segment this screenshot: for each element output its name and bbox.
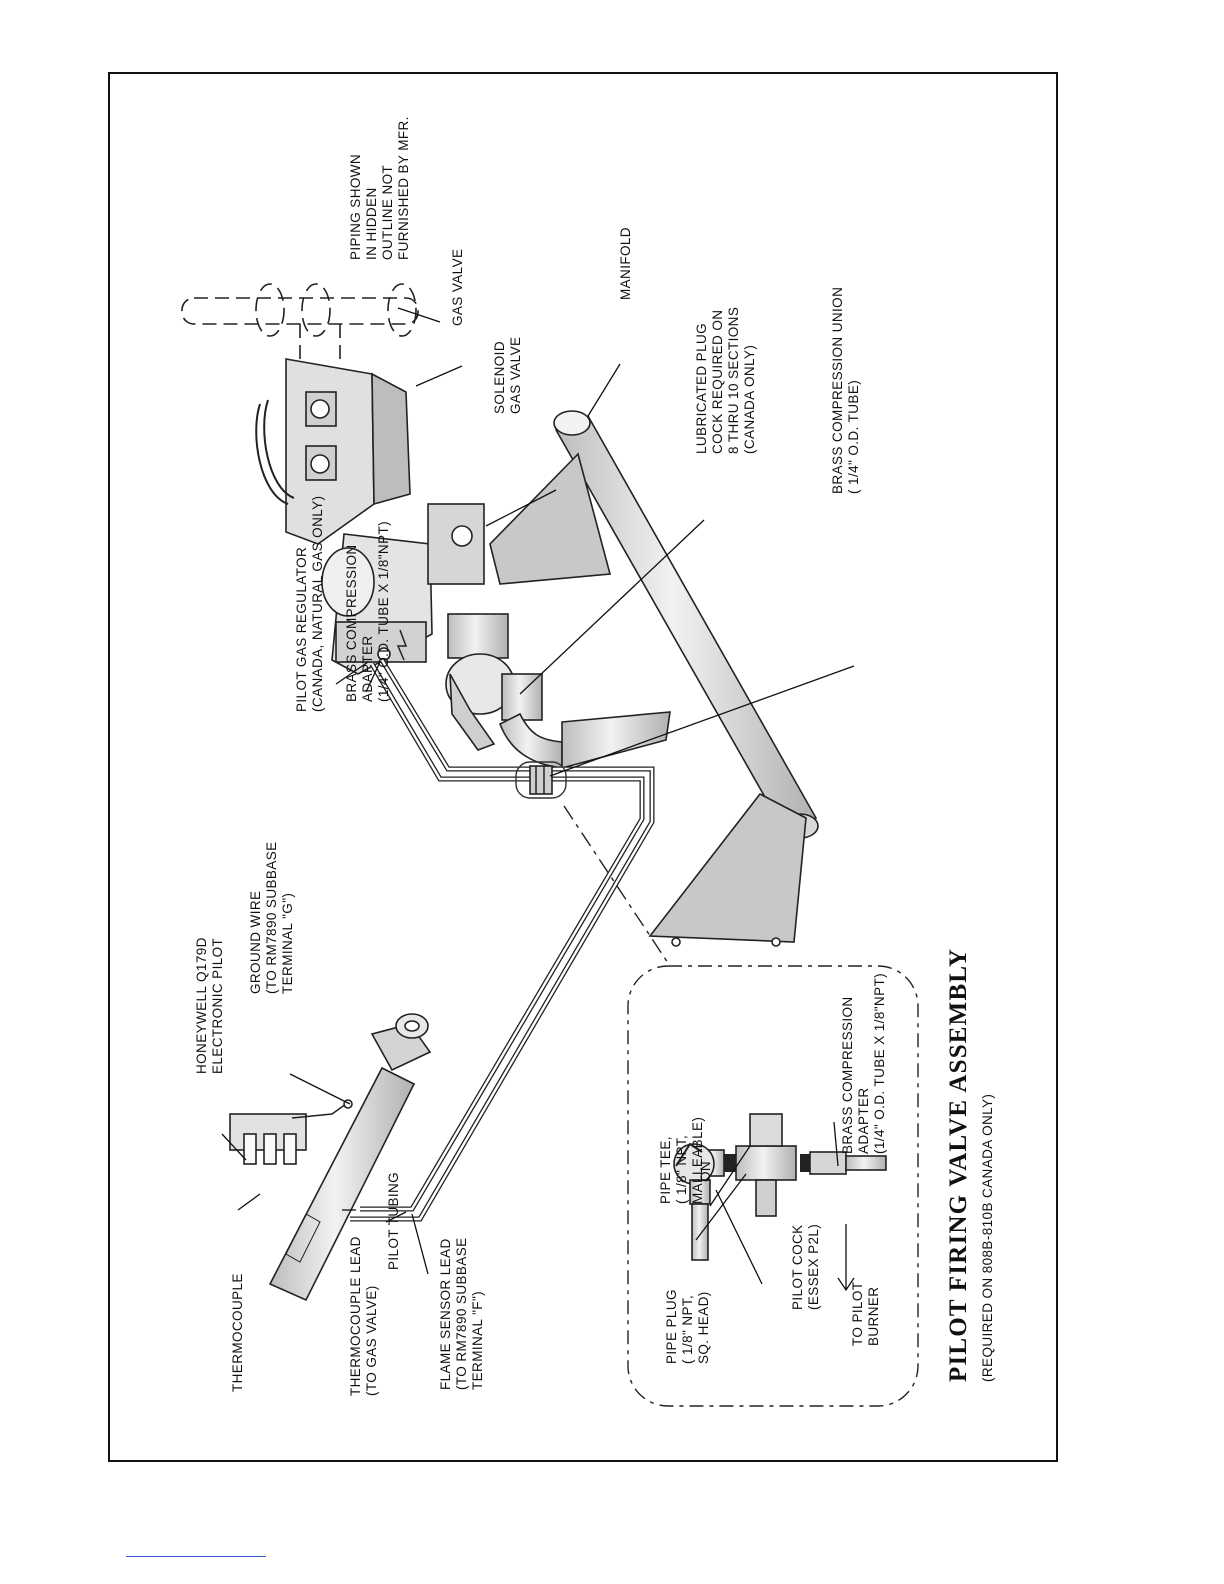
label-pilot-tubing: PILOT TUBING <box>386 1172 401 1270</box>
label-manifold: MANIFOLD <box>618 227 633 300</box>
label-adapter-top: BRASS COMPRESSIONADAPTER(1/4" O.D. TUBE … <box>344 521 391 702</box>
label-pipe-tee: PIPE TEE,( 1/8" NPT,MALLEABLE) <box>658 1117 705 1204</box>
label-flame-sensor: FLAME SENSOR LEAD(TO RM7890 SUBBASETERMI… <box>438 1237 485 1390</box>
label-gas-valve: GAS VALVE <box>450 249 465 326</box>
hidden-supply-piping <box>181 283 419 364</box>
label-adapter-inset: BRASS COMPRESSIONADAPTER(1/4" O.D. TUBE … <box>840 973 887 1154</box>
inset-box <box>627 965 919 1407</box>
drawing-frame: ON PIPING SHOWNIN HIDDENOUTLINE NOTFURNI… <box>108 72 1058 1462</box>
brass-compression-union <box>515 761 567 799</box>
label-union: BRASS COMPRESSION UNION( 1/4" O.D. TUBE) <box>830 287 861 494</box>
label-regulator: PILOT GAS REGULATOR(CANADA, NATURAL GAS … <box>294 496 325 712</box>
manifold <box>553 410 819 839</box>
label-pilot-cock: PILOT COCK(ESSEX P2L) <box>790 1224 821 1310</box>
footer-rule <box>126 1556 266 1557</box>
gas-valve <box>255 358 411 545</box>
label-tc-lead: THERMOCOUPLE LEAD(TO GAS VALVE) <box>348 1236 379 1396</box>
diagram-subtitle: (REQUIRED ON 808B-810B CANADA ONLY) <box>980 1094 995 1382</box>
label-ground-wire: GROUND WIRE(TO RM7890 SUBBASETERMINAL "G… <box>248 841 295 994</box>
label-thermocouple: THERMOCOUPLE <box>230 1273 245 1392</box>
pilot-cock-on-mark: ON <box>698 1161 713 1182</box>
leader-lines <box>221 307 855 1292</box>
label-pipe-plug: PIPE PLUG( 1/8" NPT,SQ. HEAD) <box>664 1289 711 1364</box>
diagram-title: PILOT FIRING VALVE ASSEMBLY <box>945 948 972 1382</box>
pilot-tubing <box>350 658 655 1222</box>
solenoid-gas-valve <box>321 503 485 675</box>
label-solenoid: SOLENOIDGAS VALVE <box>492 337 523 414</box>
labels: PIPING SHOWNIN HIDDENOUTLINE NOTFURNISHE… <box>194 116 995 1396</box>
manifold-brackets <box>489 452 807 947</box>
lubricated-plug-cock <box>445 613 563 769</box>
label-to-pilot: TO PILOTBURNER <box>850 1282 881 1346</box>
honeywell-electronic-pilot <box>229 1013 432 1302</box>
assembly-diagram: ON PIPING SHOWNIN HIDDENOUTLINE NOTFURNI… <box>168 112 998 1412</box>
label-piping-note: PIPING SHOWNIN HIDDENOUTLINE NOTFURNISHE… <box>348 116 411 260</box>
label-honeywell: HONEYWELL Q179DELECTRONIC PILOT <box>194 937 225 1074</box>
label-plug-cock: LUBRICATED PLUGCOCK REQUIRED ON8 THRU 10… <box>694 307 757 454</box>
